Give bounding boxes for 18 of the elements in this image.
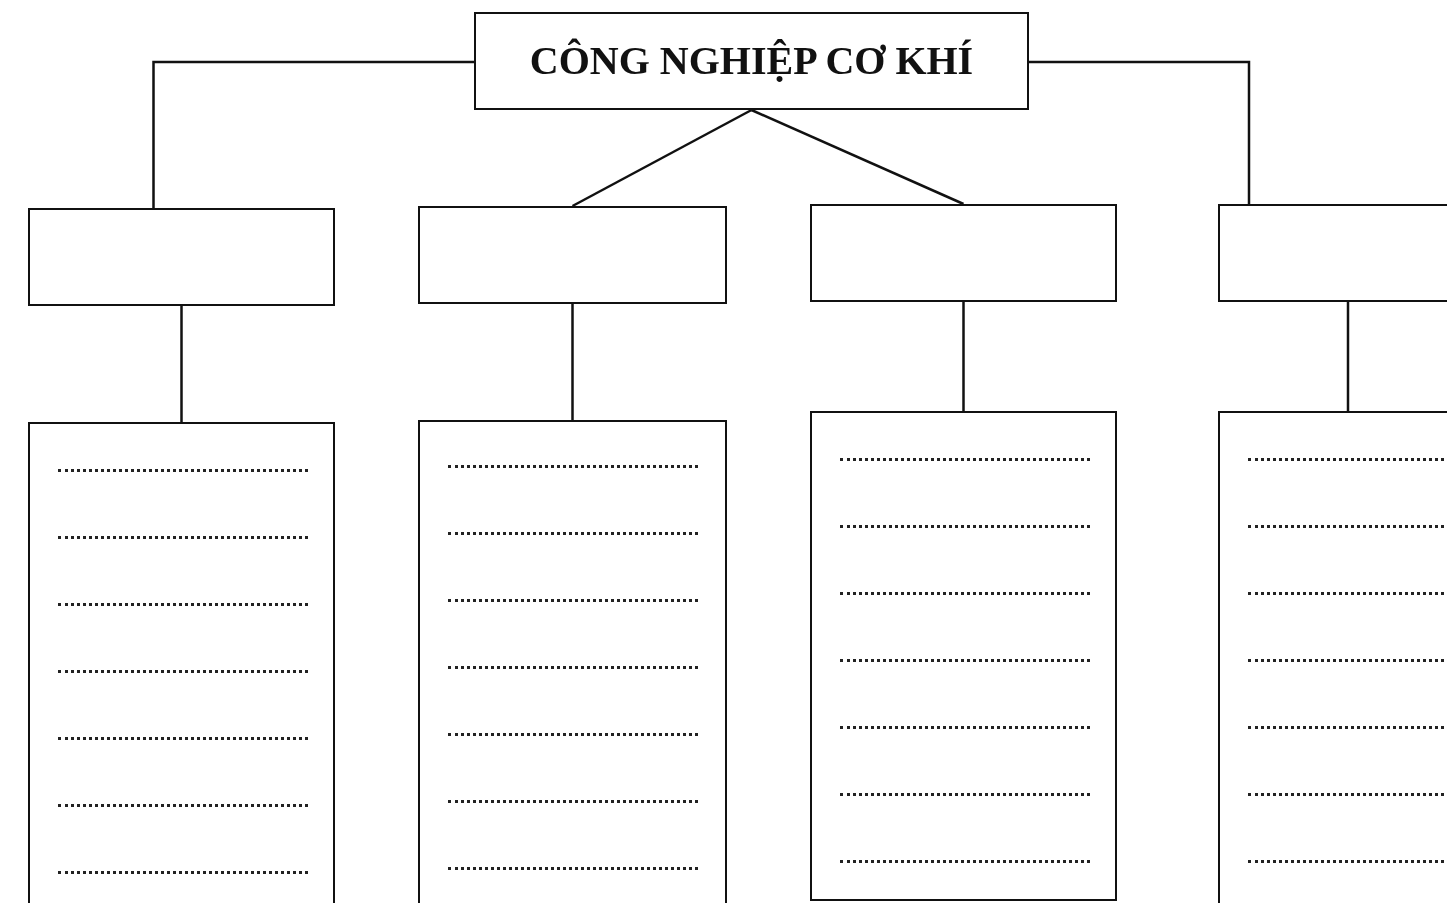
empty-box — [418, 420, 727, 903]
connector-line — [751, 108, 964, 206]
empty-box — [418, 206, 727, 304]
empty-box — [810, 411, 1117, 901]
empty-box — [810, 204, 1117, 302]
title-box — [474, 12, 1029, 110]
empty-box — [28, 208, 335, 306]
empty-box — [1218, 204, 1447, 302]
empty-box — [1218, 411, 1447, 903]
connector-line — [1029, 60, 1251, 204]
connector-line — [571, 108, 753, 208]
connector-line — [1346, 302, 1350, 411]
connector-line — [962, 302, 965, 411]
connector-line — [180, 306, 183, 422]
heading-text: CÔNG NGHIỆP CƠ KHÍ — [529, 37, 974, 85]
empty-box — [28, 422, 335, 903]
connector-line — [571, 304, 574, 420]
connector-line — [152, 60, 474, 208]
